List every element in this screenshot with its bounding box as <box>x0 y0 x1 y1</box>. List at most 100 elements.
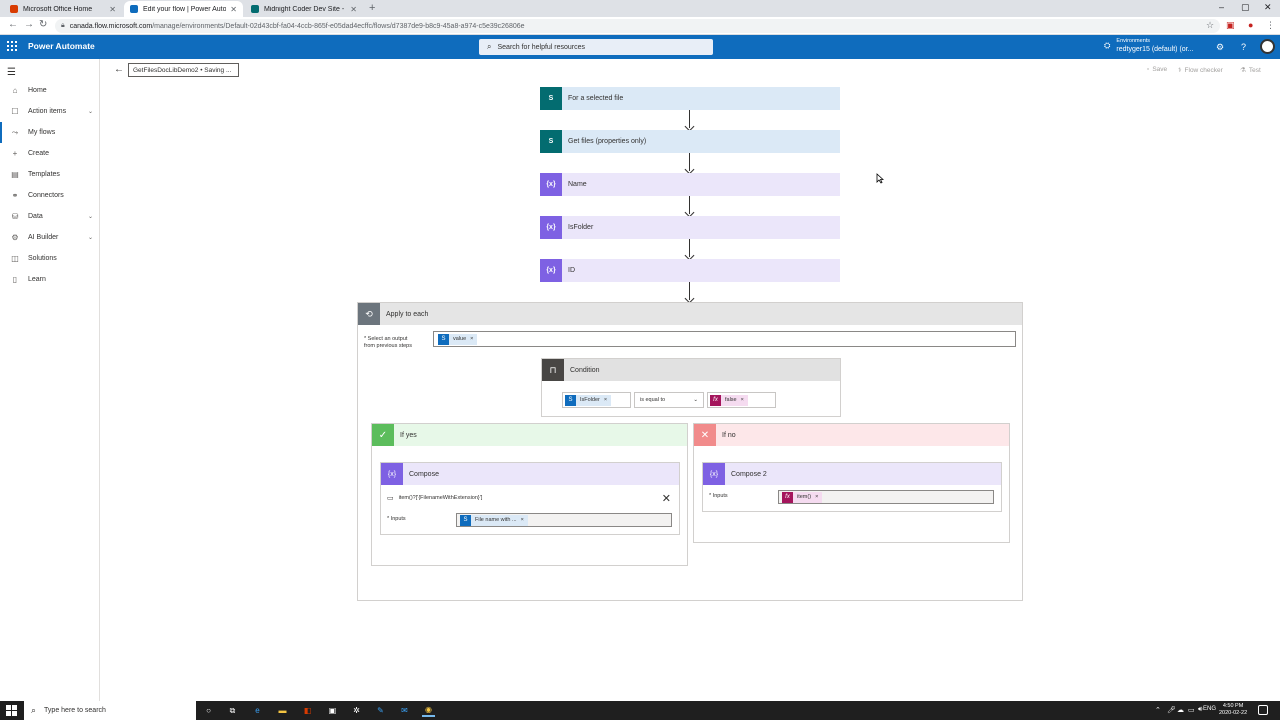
hamburger-icon[interactable]: ☰ <box>7 67 16 78</box>
avatar[interactable] <box>1260 39 1275 54</box>
close-icon[interactable]: ✕ <box>350 4 357 14</box>
condition-header[interactable]: ⊓ Condition <box>542 359 840 381</box>
app-name[interactable]: Power Automate <box>28 41 95 51</box>
sidebar-item-data[interactable]: ⛁ Data ⌄ <box>0 206 99 227</box>
chevron-down-icon[interactable]: ⌄ <box>87 214 93 220</box>
maximize-icon[interactable]: ▢ <box>1241 2 1250 12</box>
remove-token-icon[interactable]: × <box>603 397 608 403</box>
browser-tab-power-automate[interactable]: Edit your flow | Power Automate ✕ <box>124 1 243 17</box>
edge-icon[interactable]: e <box>255 706 260 715</box>
back-icon[interactable]: ← <box>8 19 18 30</box>
trigger-card[interactable]: S For a selected file <box>540 87 840 110</box>
store-icon[interactable]: ▣ <box>328 706 337 715</box>
variable-isfolder-card[interactable]: {x} IsFolder <box>540 216 840 239</box>
task-view-icon[interactable]: ⧉ <box>229 705 236 715</box>
left-nav: ☰ ⌂Home☐Action items⌄⤳My flows+Create▤Te… <box>0 59 100 701</box>
browser-tab-sharepoint[interactable]: Midnight Coder Dev Site - Docu ✕ <box>245 1 363 17</box>
sidebar-item-action-items[interactable]: ☐Action items⌄ <box>0 101 99 122</box>
language-indicator[interactable]: ENG <box>1203 706 1217 712</box>
app-launcher-icon[interactable] <box>7 41 17 51</box>
condition-icon: ⊓ <box>542 359 564 381</box>
browser-tab-office[interactable]: Microsoft Office Home ✕ <box>4 1 122 17</box>
apply-to-each-header[interactable]: ⟲ Apply to each <box>358 303 1022 325</box>
star-icon[interactable]: ☆ <box>1206 20 1215 30</box>
search-input[interactable]: ⌕ Search for helpful resources <box>479 39 713 55</box>
extension-icon[interactable]: ▣ <box>1226 20 1235 30</box>
save-button[interactable]: ▫Save <box>1147 66 1168 73</box>
dynamic-token-filename[interactable]: S File name with ... × <box>460 514 528 526</box>
condition-right-field[interactable]: fx false × <box>707 392 776 408</box>
sidebar-item-ai-builder[interactable]: ⚙AI Builder⌄ <box>0 227 99 248</box>
menu-dots-icon[interactable]: ⋮ <box>1266 20 1275 30</box>
remove-token-icon[interactable]: × <box>815 494 819 500</box>
sidebar-item-home[interactable]: ⌂Home <box>0 80 99 101</box>
compose-icon: {x} <box>703 463 725 485</box>
inputs-field[interactable]: fx item() × <box>778 490 994 504</box>
condition-left-field[interactable]: S IsFolder × <box>562 392 631 408</box>
variable-id-card[interactable]: {x} ID <box>540 259 840 282</box>
sidebar-item-create[interactable]: +Create <box>0 143 99 164</box>
expression-token-item[interactable]: fx item() × <box>782 491 823 503</box>
inputs-field[interactable]: S File name with ... × <box>456 513 672 527</box>
remove-token-icon[interactable]: × <box>520 517 524 523</box>
function-icon: fx <box>782 491 793 503</box>
comment-icon: ▭ <box>387 495 394 502</box>
sidebar-item-label: Data <box>28 213 43 220</box>
back-arrow-icon[interactable]: ← <box>114 64 124 75</box>
cloud-icon[interactable]: ☁ <box>1177 707 1184 714</box>
flow-checker-button[interactable]: ⚕Flow checker <box>1178 66 1223 75</box>
chevron-down-icon[interactable]: ⌄ <box>87 109 93 115</box>
close-icon[interactable]: ✕ <box>230 4 237 14</box>
volume-icon[interactable]: 🔊︎ <box>1198 706 1203 713</box>
clock[interactable]: 4:50 PM 2020-02-22 <box>1219 703 1248 716</box>
get-files-card[interactable]: S Get files (properties only) <box>540 130 840 153</box>
settings-icon[interactable]: ⚙ <box>1216 42 1225 52</box>
database-icon: ⛁ <box>11 212 19 221</box>
new-tab-icon[interactable]: + <box>369 2 376 14</box>
sidebar-item-connectors[interactable]: ⚭Connectors <box>0 185 99 206</box>
help-icon[interactable]: ? <box>1241 42 1247 52</box>
sidebar-item-learn[interactable]: ▯Learn <box>0 269 99 290</box>
flow-name-field[interactable]: GetFilesDocLibDemo2 • Saving ... <box>128 63 239 77</box>
expression-token-false[interactable]: fx false × <box>710 394 748 406</box>
office-icon[interactable]: ◧ <box>303 706 312 715</box>
close-icon[interactable]: ✕ <box>109 4 116 14</box>
file-explorer-icon[interactable]: ▬ <box>278 706 287 715</box>
url-field[interactable]: 🔒︎ canada.flow.microsoft.com /manage/env… <box>55 19 1220 33</box>
notification-icon[interactable] <box>1258 705 1268 715</box>
reload-icon[interactable]: ↻ <box>39 19 48 30</box>
operator-dropdown[interactable]: is equal to ⌄ <box>634 392 704 408</box>
cortana-icon[interactable]: ○ <box>206 706 211 715</box>
profile-icon[interactable]: ● <box>1248 20 1254 30</box>
dynamic-token-value[interactable]: S value × <box>438 333 478 345</box>
select-output-field[interactable]: S value × <box>433 331 1016 347</box>
dynamic-token-isfolder[interactable]: S IsFolder × <box>565 394 612 406</box>
chevron-down-icon[interactable]: ⌄ <box>87 235 93 241</box>
close-icon[interactable]: ✕ <box>661 493 671 505</box>
network-icon[interactable]: ▭ <box>1188 707 1195 714</box>
sidebar-item-solutions[interactable]: ◫Solutions <box>0 248 99 269</box>
if-no-header[interactable]: ✕ If no <box>694 424 1009 446</box>
forward-icon[interactable]: → <box>24 19 34 30</box>
window-close-icon[interactable]: ✕ <box>1264 2 1272 12</box>
if-yes-header[interactable]: ✓ If yes <box>372 424 687 446</box>
test-icon: ⚗ <box>1240 67 1246 74</box>
compose-header[interactable]: {x} Compose <box>381 463 679 485</box>
windows-start-icon[interactable] <box>6 705 17 716</box>
test-button[interactable]: ⚗Test <box>1240 66 1261 75</box>
taskbar-search-input[interactable]: ⌕ Type here to search <box>24 701 196 720</box>
outlook-icon[interactable]: ✉ <box>401 706 408 715</box>
sidebar-item-my-flows[interactable]: ⤳My flows <box>0 122 99 143</box>
chrome-icon[interactable]: ◉ <box>422 704 435 717</box>
microphone-icon[interactable]: 🎤︎ <box>1167 707 1176 714</box>
chevron-up-icon[interactable]: ⌃ <box>1155 707 1161 714</box>
environment-picker[interactable]: ⛭ Environments redtyger15 (default) (or.… <box>1104 38 1194 53</box>
compose-2-header[interactable]: {x} Compose 2 <box>703 463 1001 485</box>
app-icon[interactable]: ✲ <box>353 706 360 715</box>
remove-token-icon[interactable]: × <box>740 397 744 403</box>
variable-name-card[interactable]: {x} Name <box>540 173 840 196</box>
minimize-icon[interactable]: – <box>1219 2 1225 12</box>
sidebar-item-templates[interactable]: ▤Templates <box>0 164 99 185</box>
remove-token-icon[interactable]: × <box>470 336 474 342</box>
pen-icon[interactable]: ✎ <box>377 706 384 715</box>
